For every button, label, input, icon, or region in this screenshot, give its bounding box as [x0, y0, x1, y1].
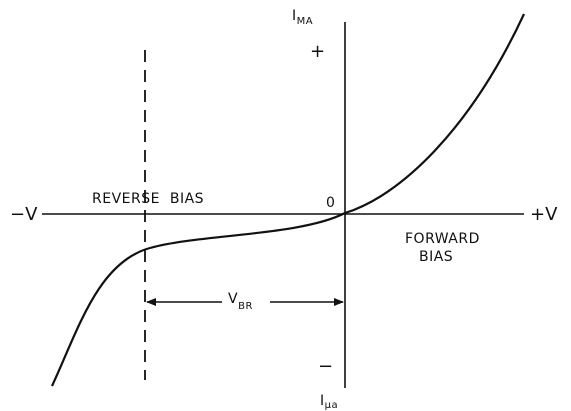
breakdown-voltage-label: VBR [228, 291, 253, 312]
reverse-bias-label: REVERSE BIAS [92, 191, 204, 207]
origin-label: 0 [326, 195, 335, 211]
y-axis-bottom-label: Iμa [320, 393, 338, 411]
iv-characteristic-curve [51, 13, 525, 387]
y-axis-top-label: IMA [292, 8, 313, 27]
forward-bias-label-line2: BIAS [419, 249, 453, 265]
negative-current-sign: − [318, 356, 333, 377]
forward-bias-label-line1: FORWARD [405, 231, 480, 247]
positive-current-sign: + [310, 41, 325, 62]
x-axis-positive-label: +V [530, 204, 558, 225]
x-axis-negative-label: −V [10, 204, 38, 225]
